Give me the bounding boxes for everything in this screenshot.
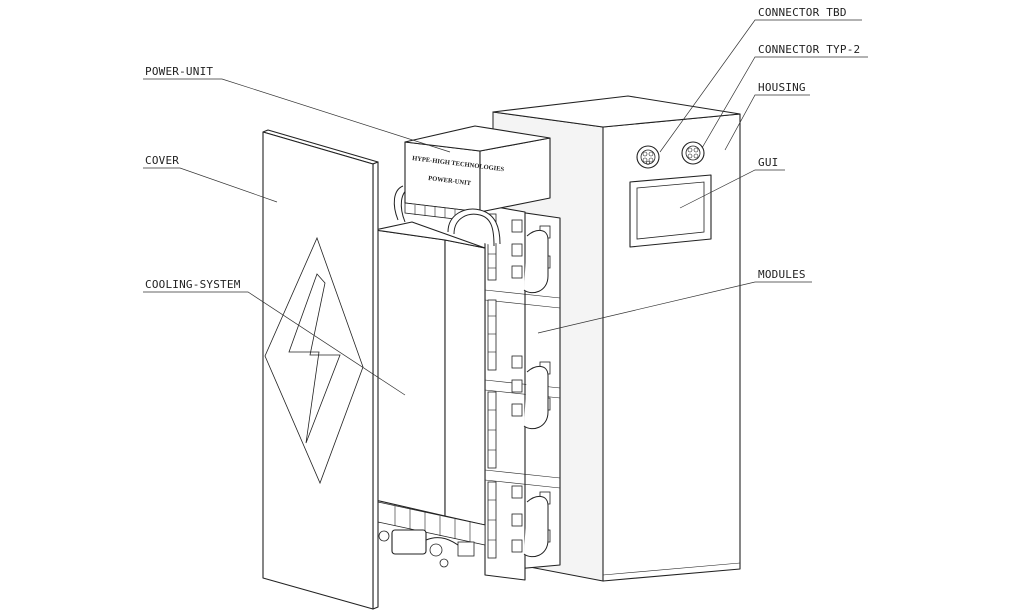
label-housing: HOUSING [758, 81, 806, 94]
connector-tbd-socket [681, 141, 705, 165]
label-connector-tbd: CONNECTOR TBD [758, 6, 847, 19]
diamond-emblem [264, 236, 364, 485]
pump-assembly [378, 529, 475, 568]
cooling-system [374, 221, 486, 568]
lightning-bolt-icon [288, 273, 341, 444]
label-cooling-system: COOLING-SYSTEM [145, 278, 241, 291]
label-power-unit: POWER-UNIT [145, 65, 213, 78]
gui-screen [629, 174, 712, 248]
connector-typ2-socket [636, 145, 660, 169]
cover-panel [262, 129, 379, 610]
label-cover: COVER [145, 154, 179, 167]
leader-lines [143, 19, 868, 396]
power-unit: HYPE-HIGH TECHNOLOGIES POWER-UNIT [393, 125, 551, 223]
label-modules: MODULES [758, 268, 806, 281]
terminal-strips [487, 213, 497, 559]
modules-rack [484, 204, 561, 581]
label-connector-typ2: CONNECTOR TYP-2 [758, 43, 860, 56]
label-gui: GUI [758, 156, 778, 169]
